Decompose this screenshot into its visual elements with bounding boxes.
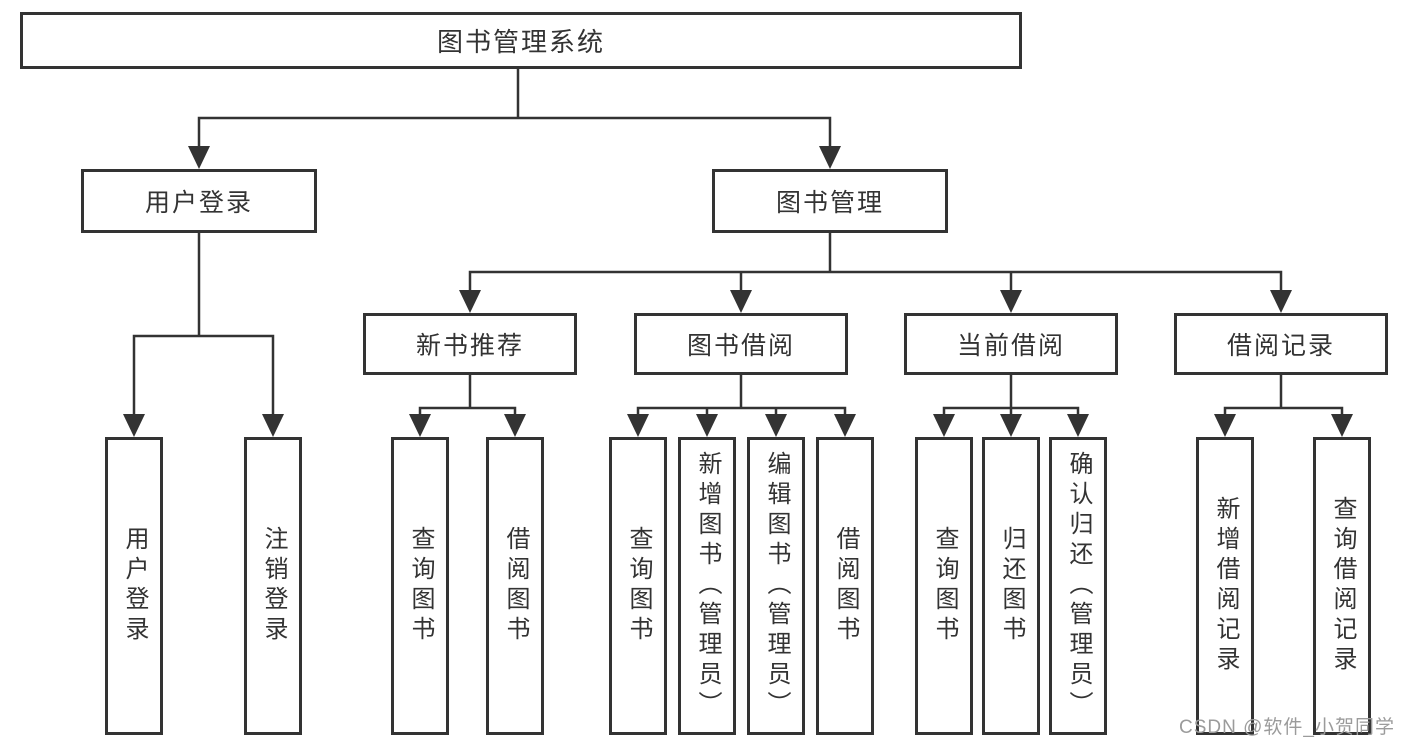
- node-label: 用户登录: [144, 189, 253, 217]
- arrowhead-icon: [459, 290, 481, 313]
- leaf-query-borrow-record: 查询借阅记录: [1313, 437, 1371, 735]
- node-book-borrowing: 图书借阅: [634, 313, 848, 375]
- connector-user-login: [132, 231, 275, 417]
- arrowhead-icon: [123, 414, 145, 437]
- arrowhead-icon: [262, 414, 284, 437]
- connector-root: [197, 67, 832, 149]
- arrowhead-icon: [819, 146, 841, 169]
- leaf-confirm-return-admin: 确认归还（管理员）: [1049, 437, 1107, 735]
- node-label: 新增图书（管理员）: [694, 451, 721, 721]
- node-label: 查询图书: [931, 526, 958, 646]
- node-label: 借阅记录: [1226, 332, 1335, 360]
- arrowhead-icon: [1000, 290, 1022, 313]
- arrowhead-icon: [834, 414, 856, 437]
- node-book-management: 图书管理: [712, 169, 948, 233]
- arrowhead-icon: [696, 414, 718, 437]
- connector-book-management: [468, 231, 1283, 293]
- node-label: 查询图书: [625, 526, 652, 646]
- arrowhead-icon: [1067, 414, 1089, 437]
- connector-new-book: [418, 373, 517, 417]
- connector-book-borrowing: [636, 373, 847, 417]
- node-label: 新书推荐: [415, 332, 524, 360]
- node-library-management-system: 图书管理系统: [20, 12, 1022, 69]
- arrowhead-icon: [1000, 414, 1022, 437]
- leaf-user-login: 用户登录: [105, 437, 163, 735]
- node-label: 图书借阅: [686, 332, 795, 360]
- node-user-login: 用户登录: [81, 169, 317, 233]
- node-label: 编辑图书（管理员）: [763, 451, 790, 721]
- node-label: 新增借阅记录: [1212, 496, 1239, 676]
- node-label: 借阅图书: [502, 526, 529, 646]
- arrowhead-icon: [1331, 414, 1353, 437]
- node-label: 归还图书: [998, 526, 1025, 646]
- arrowhead-icon: [765, 414, 787, 437]
- node-label: 注销登录: [260, 526, 287, 646]
- arrowhead-icon: [188, 146, 210, 169]
- leaf-query-books-borrowing: 查询图书: [609, 437, 667, 735]
- arrowhead-icon: [1270, 290, 1292, 313]
- arrowhead-icon: [1214, 414, 1236, 437]
- arrowhead-icon: [627, 414, 649, 437]
- node-borrowing-records: 借阅记录: [1174, 313, 1388, 375]
- node-label: 图书管理系统: [436, 27, 605, 57]
- leaf-borrow-books-recommend: 借阅图书: [486, 437, 544, 735]
- node-label: 用户登录: [121, 526, 148, 646]
- node-label: 确认归还（管理员）: [1065, 451, 1092, 721]
- node-label: 当前借阅: [956, 332, 1065, 360]
- leaf-query-books-recommend: 查询图书: [391, 437, 449, 735]
- leaf-add-borrow-record: 新增借阅记录: [1196, 437, 1254, 735]
- node-new-book-recommendation: 新书推荐: [363, 313, 577, 375]
- node-label: 查询借阅记录: [1329, 496, 1356, 676]
- connector-current-borrowing: [942, 373, 1080, 417]
- leaf-edit-books-admin: 编辑图书（管理员）: [747, 437, 805, 735]
- leaf-return-books: 归还图书: [982, 437, 1040, 735]
- arrowhead-icon: [933, 414, 955, 437]
- arrowhead-icon: [504, 414, 526, 437]
- node-current-borrowing: 当前借阅: [904, 313, 1118, 375]
- leaf-query-books-current: 查询图书: [915, 437, 973, 735]
- arrowhead-icon: [730, 290, 752, 313]
- leaf-borrow-books-borrowing: 借阅图书: [816, 437, 874, 735]
- node-label: 借阅图书: [832, 526, 859, 646]
- node-label: 图书管理: [775, 189, 884, 217]
- connector-borrow-records: [1223, 373, 1344, 417]
- arrowhead-icon: [409, 414, 431, 437]
- node-label: 查询图书: [407, 526, 434, 646]
- leaf-logout: 注销登录: [244, 437, 302, 735]
- watermark: CSDN @软件_小贺同学: [1179, 717, 1395, 738]
- leaf-add-books-admin: 新增图书（管理员）: [678, 437, 736, 735]
